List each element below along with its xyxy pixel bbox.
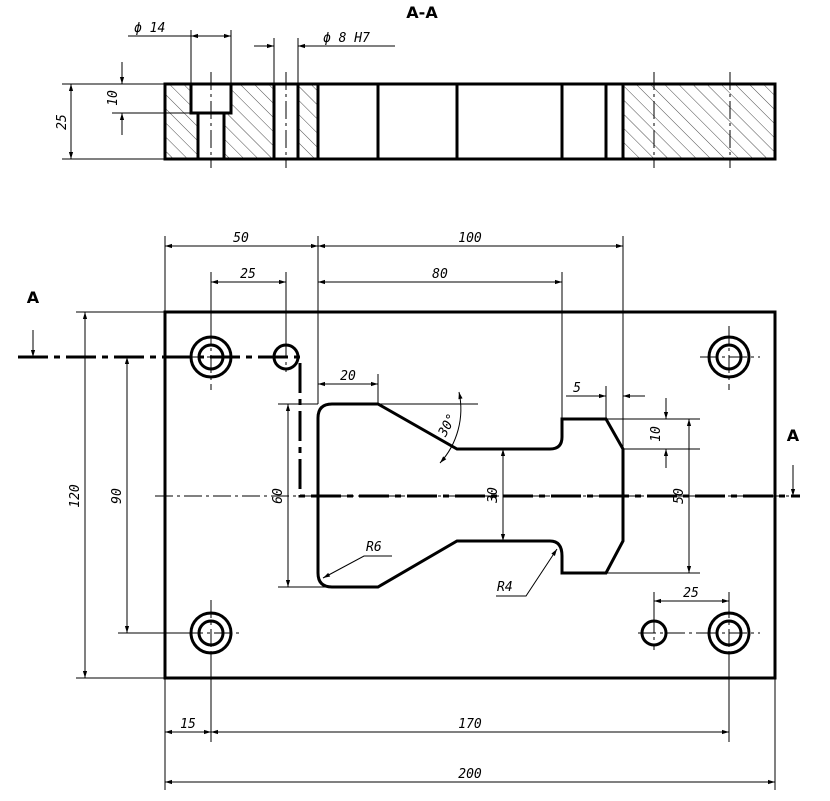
dim-200-text: 200 [458, 767, 482, 782]
dim-10-right-text: 10 [649, 426, 664, 442]
dim-10-right: 10 [606, 398, 700, 468]
dim-100-top-text: 100 [458, 231, 482, 246]
hole-top-right-inner [715, 343, 743, 371]
dim-50-right: 50 [606, 419, 700, 574]
dim-30-text: 30 [486, 487, 501, 504]
dim-thick25-text: 25 [55, 114, 70, 130]
dim-200: 200 [165, 678, 776, 790]
dim-angle30: 30° [378, 391, 478, 464]
dim-dia8: ϕ 8 H7 [254, 31, 395, 84]
dim-dia14-text: ϕ 14 [134, 21, 165, 36]
dim-r4-text: R4 [497, 580, 513, 595]
section-centerlines [210, 72, 731, 168]
section-title: A-A [406, 3, 438, 22]
dim-120-text: 120 [68, 484, 83, 508]
dim-25-holes: 25 [210, 267, 287, 345]
section-view: A-A [55, 3, 777, 168]
dim-15: 15 [164, 653, 212, 790]
section-hatching [165, 84, 775, 159]
hole-bottom-left-inner [197, 619, 225, 647]
hole-bottom-right-inner [715, 619, 743, 647]
cut-label-right: A [787, 426, 800, 445]
dim-r6: R6 [322, 540, 392, 579]
dim-15-text: 15 [180, 717, 196, 732]
cut-line: A A [18, 288, 800, 498]
section-outline [163, 82, 777, 161]
dim-50-top: 50 [164, 231, 319, 404]
dim-depth10: 10 [106, 62, 191, 135]
dim-50-top-text: 50 [233, 231, 249, 246]
dim-90: 90 [110, 357, 191, 634]
dim-170-text: 170 [458, 717, 482, 732]
hole-top-right-outer [707, 335, 751, 379]
dim-50-right-text: 50 [672, 488, 687, 504]
dim-r4: R4 [496, 548, 558, 597]
dim-thick25: 25 [55, 83, 165, 160]
dim-20: 20 [318, 369, 379, 404]
dim-25-bottom-text: 25 [683, 586, 699, 601]
dim-r6-text: R6 [366, 540, 382, 555]
dim-60: 60 [271, 403, 332, 588]
dim-5-text: 5 [573, 381, 581, 396]
dim-depth10-text: 10 [106, 90, 121, 106]
dim-25-holes-text: 25 [240, 267, 256, 282]
dim-20-text: 20 [340, 369, 356, 384]
dim-80-text: 80 [432, 267, 448, 282]
pin-hole-bottom [640, 619, 668, 647]
dim-170: 170 [211, 653, 730, 742]
dim-5: 5 [566, 381, 645, 419]
dim-dia14: ϕ 14 [128, 21, 232, 84]
plate-outline [163, 310, 777, 680]
dim-80: 80 [318, 267, 563, 419]
dim-60-text: 60 [271, 488, 286, 504]
dim-100-top: 100 [318, 231, 624, 449]
dim-90-text: 90 [110, 488, 125, 504]
dim-120: 120 [68, 311, 165, 679]
cut-label-left: A [27, 288, 40, 307]
dim-25-bottom: 25 [653, 586, 730, 620]
dim-dia8-text: ϕ 8 H7 [323, 31, 370, 46]
top-view: A A 30° 50 100 25 [18, 231, 800, 790]
dim-30: 30 [486, 449, 506, 541]
